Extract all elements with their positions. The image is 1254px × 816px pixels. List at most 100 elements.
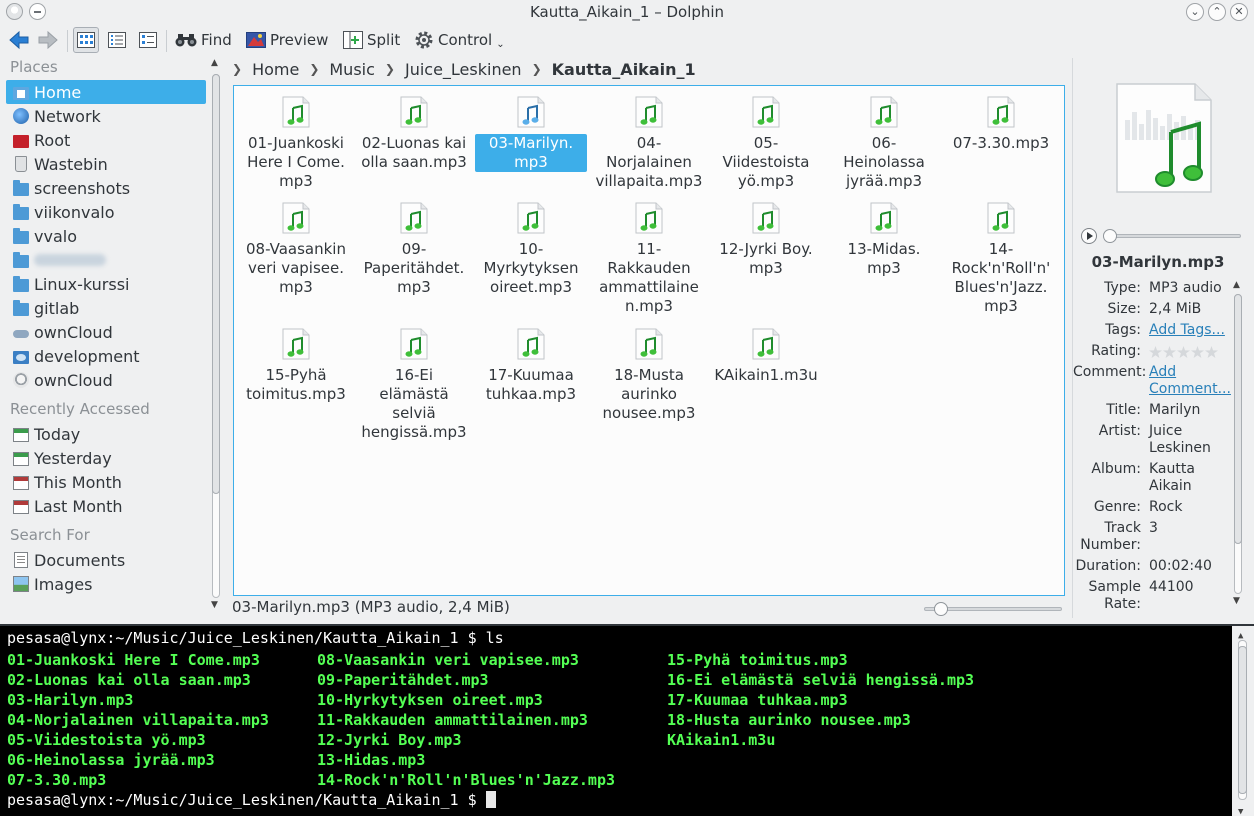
search-documents[interactable]: Documents (6, 548, 212, 572)
metadata-link[interactable]: Add Comment... (1149, 364, 1231, 398)
metadata-value-text[interactable]: Add Tags... (1149, 322, 1225, 338)
preview-button[interactable]: Preview (246, 28, 328, 52)
terminal-file-entry: 07-3.30.mp3 (7, 771, 107, 789)
terminal-panel[interactable]: pesasa@lynx:~/Music/Juice_Leskinen/Kautt… (0, 624, 1254, 816)
close-button[interactable]: ✕ (1230, 3, 1248, 21)
place-owncloud-2[interactable]: ownCloud (6, 368, 212, 392)
split-button[interactable]: Split (343, 28, 400, 52)
scroll-thumb[interactable] (1238, 646, 1247, 794)
breadcrumb-artist[interactable]: Juice_Leskinen (404, 59, 522, 79)
zoom-handle[interactable] (934, 602, 948, 616)
breadcrumb-home[interactable]: Home (252, 59, 300, 79)
file-item[interactable]: 13-Midas. mp3 (828, 192, 940, 278)
place-development[interactable]: development (6, 344, 212, 368)
star-icon[interactable] (1163, 346, 1176, 358)
file-item[interactable]: 08-Vaasankin veri vapisee. mp3 (240, 192, 352, 297)
rating-stars[interactable] (1149, 346, 1231, 358)
scroll-down-icon[interactable]: ▼ (1238, 807, 1244, 816)
metadata-value-text[interactable]: Add Comment... (1149, 364, 1231, 397)
info-scrollbar[interactable]: ▲ ▼ (1231, 280, 1245, 610)
scroll-down-icon[interactable]: ▼ (211, 600, 218, 610)
file-item[interactable]: KAikain1.m3u (710, 318, 822, 385)
icons-view-button[interactable] (73, 27, 99, 53)
audio-file-icon (282, 328, 310, 360)
place-network[interactable]: Network (6, 104, 212, 128)
search-images[interactable]: Images (6, 572, 212, 596)
scroll-up-icon[interactable]: ▲ (1233, 280, 1240, 290)
recent-this-month[interactable]: This Month (6, 470, 212, 494)
file-item[interactable]: 09- Paperitähdet. mp3 (358, 192, 470, 297)
file-item[interactable]: 05- Viidestoista yö.mp3 (710, 86, 822, 191)
star-icon[interactable] (1205, 346, 1218, 358)
play-icon[interactable] (1081, 228, 1097, 244)
find-button[interactable]: Find (175, 28, 232, 52)
star-icon[interactable] (1177, 346, 1190, 358)
file-item[interactable]: 18-Musta aurinko nousee.mp3 (593, 318, 705, 423)
forward-icon[interactable] (37, 30, 59, 50)
scroll-up-icon[interactable]: ▲ (1238, 631, 1244, 641)
file-item[interactable]: 15-Pyhä toimitus.mp3 (240, 318, 352, 404)
file-name: 09- Paperitähdet. mp3 (363, 240, 465, 296)
terminal-scrollbar[interactable]: ▲ ▼ (1232, 626, 1254, 816)
terminal-file-entry: 01-Juankoski Here I Come.mp3 (7, 651, 260, 669)
metadata-value: 3 (1149, 520, 1231, 554)
recent-last-month[interactable]: Last Month (6, 494, 212, 518)
file-item[interactable]: 17-Kuumaa tuhkaa.mp3 (475, 318, 587, 404)
maximize-button[interactable]: ⌃ (1208, 3, 1226, 21)
file-item[interactable]: 02-Luonas kai olla saan.mp3 (358, 86, 470, 172)
metadata-value: Kautta Aikain (1149, 461, 1231, 495)
control-button[interactable]: Control ⌄ (414, 28, 505, 52)
metadata-key: Duration: (1075, 558, 1141, 574)
star-icon[interactable] (1149, 346, 1162, 358)
compact-view-button[interactable] (104, 27, 130, 53)
terminal-prompt-line[interactable]: pesasa@lynx:~/Music/Juice_Leskinen/Kautt… (7, 790, 496, 810)
breadcrumb-separator-icon[interactable]: ❯ (384, 62, 395, 76)
breadcrumb-music[interactable]: Music (329, 59, 375, 79)
seek-handle[interactable] (1103, 229, 1117, 243)
place-root[interactable]: Root (6, 128, 212, 152)
file-item[interactable]: 06- Heinolassa jyrää.mp3 (828, 86, 940, 191)
file-item[interactable]: 11- Rakkauden ammattilaine n.mp3 (593, 192, 705, 316)
file-item[interactable]: 16-Ei elämästä selviä hengissä.mp3 (358, 318, 470, 442)
place-screenshots[interactable]: screenshots (6, 176, 212, 200)
places-scrollbar[interactable]: ▲ ▼ (209, 58, 223, 616)
details-view-button[interactable] (135, 27, 161, 53)
breadcrumb-root-arrow-icon[interactable]: ❯ (232, 62, 243, 76)
scroll-thumb[interactable] (212, 74, 220, 494)
window-menu-icon[interactable] (6, 3, 23, 20)
place-blurred[interactable] (6, 248, 212, 272)
scroll-up-icon[interactable]: ▲ (211, 58, 218, 68)
file-item[interactable]: 01-Juankoski Here I Come. mp3 (240, 86, 352, 191)
breadcrumb-separator-icon[interactable]: ❯ (309, 62, 320, 76)
minimize-button[interactable]: ⌄ (1186, 3, 1204, 21)
place-owncloud[interactable]: ownCloud (6, 320, 212, 344)
breadcrumb-current[interactable]: Kautta_Aikain_1 (551, 59, 696, 79)
back-icon[interactable] (8, 30, 30, 50)
place-viikonvalo[interactable]: viikonvalo (6, 200, 212, 224)
file-item[interactable]: 12-Jyrki Boy. mp3 (710, 192, 822, 278)
zoom-slider[interactable] (924, 602, 1062, 616)
keep-above-icon[interactable] (29, 3, 46, 20)
scroll-thumb[interactable] (1234, 294, 1242, 544)
scroll-down-icon[interactable]: ▼ (1233, 596, 1240, 606)
recent-yesterday[interactable]: Yesterday (6, 446, 212, 470)
file-item[interactable]: 03-Marilyn. mp3 (475, 86, 587, 172)
file-item[interactable]: 10- Myrkytyksen oireet.mp3 (475, 192, 587, 297)
file-item[interactable]: 04- Norjalainen villapaita.mp3 (593, 86, 705, 191)
metadata-link[interactable]: Add Tags... (1149, 322, 1231, 339)
place-linux-kurssi[interactable]: Linux-kurssi (6, 272, 212, 296)
seek-track[interactable] (1107, 234, 1241, 238)
file-item[interactable]: 14- Rock'n'Roll'n' Blues'n'Jazz. mp3 (945, 192, 1057, 316)
audio-file-icon (870, 202, 898, 234)
recent-today[interactable]: Today (6, 422, 212, 446)
breadcrumb-separator-icon[interactable]: ❯ (531, 62, 542, 76)
place-vvalo[interactable]: vvalo (6, 224, 212, 248)
star-icon[interactable] (1191, 346, 1204, 358)
place-wastebin[interactable]: Wastebin (6, 152, 212, 176)
file-item[interactable]: 07-3.30.mp3 (945, 86, 1057, 153)
place-gitlab[interactable]: gitlab (6, 296, 212, 320)
zoom-track[interactable] (924, 607, 1062, 611)
control-label: Control (438, 31, 493, 49)
place-home[interactable]: Home (6, 80, 206, 104)
